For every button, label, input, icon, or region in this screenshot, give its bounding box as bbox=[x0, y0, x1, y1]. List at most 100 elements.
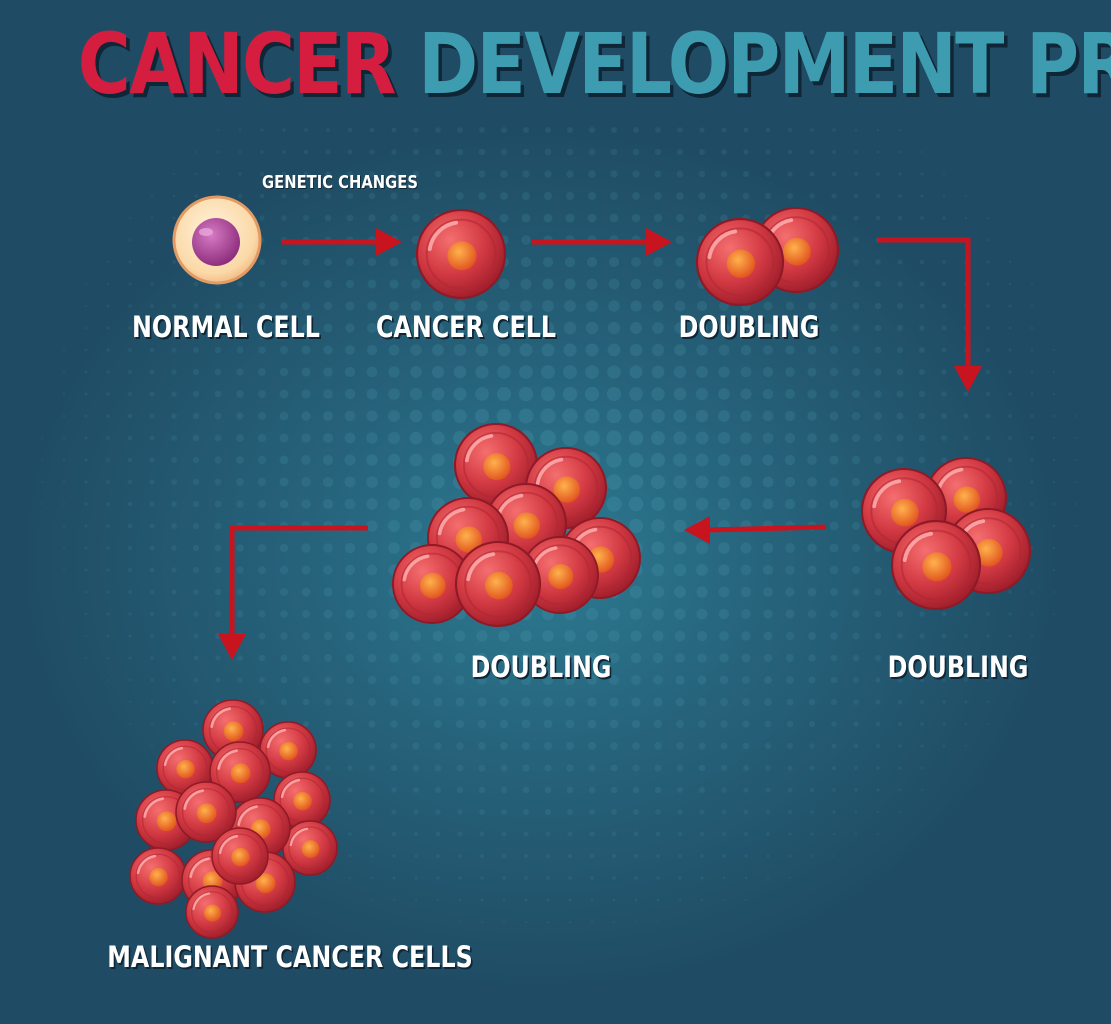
halftone-dot bbox=[128, 304, 132, 308]
halftone-dot bbox=[149, 523, 155, 529]
halftone-dot bbox=[853, 743, 859, 749]
halftone-dot bbox=[389, 631, 399, 641]
halftone-dot bbox=[369, 787, 375, 793]
halftone-dot bbox=[853, 193, 859, 199]
halftone-dot bbox=[366, 564, 378, 576]
halftone-dot bbox=[563, 321, 577, 335]
halftone-dot bbox=[346, 192, 354, 200]
halftone-dot bbox=[830, 324, 838, 332]
halftone-dot bbox=[565, 697, 575, 707]
halftone-dot bbox=[654, 786, 662, 794]
halftone-dot bbox=[347, 765, 353, 771]
halftone-dot bbox=[829, 521, 839, 531]
halftone-dot bbox=[431, 475, 445, 489]
halftone-dot bbox=[564, 256, 576, 268]
halftone-dot bbox=[898, 810, 902, 814]
halftone-dot bbox=[1008, 260, 1012, 264]
halftone-dot bbox=[1052, 414, 1056, 418]
halftone-dot bbox=[852, 324, 860, 332]
halftone-dot bbox=[851, 411, 861, 421]
halftone-dot bbox=[851, 521, 861, 531]
halftone-dot bbox=[149, 479, 155, 485]
halftone-dot bbox=[585, 321, 599, 335]
halftone-dot bbox=[741, 323, 751, 333]
halftone-dot bbox=[718, 586, 730, 598]
halftone-dot bbox=[830, 676, 838, 684]
halftone-dot bbox=[986, 700, 990, 704]
halftone-dot bbox=[763, 345, 773, 355]
halftone-dot bbox=[150, 678, 154, 682]
halftone-dot bbox=[391, 831, 397, 837]
halftone-dot bbox=[543, 191, 553, 201]
halftone-dot bbox=[388, 322, 400, 334]
halftone-dot bbox=[412, 764, 420, 772]
normal-cell-icon bbox=[172, 195, 262, 285]
halftone-dot bbox=[985, 347, 991, 353]
halftone-dot bbox=[411, 675, 421, 685]
halftone-dot bbox=[874, 302, 882, 310]
halftone-dot bbox=[302, 280, 310, 288]
halftone-dot bbox=[389, 301, 399, 311]
halftone-dot bbox=[628, 408, 644, 424]
halftone-dot bbox=[762, 476, 774, 488]
halftone-dot bbox=[897, 633, 903, 639]
halftone-dot bbox=[150, 656, 154, 660]
halftone-dot bbox=[171, 435, 177, 441]
halftone-dot bbox=[411, 653, 421, 663]
halftone-dot bbox=[809, 193, 815, 199]
halftone-dot bbox=[475, 365, 489, 379]
halftone-dot bbox=[214, 610, 222, 618]
halftone-dot bbox=[1074, 414, 1078, 418]
halftone-dot bbox=[474, 408, 490, 424]
halftone-dot bbox=[279, 367, 289, 377]
halftone-dot bbox=[788, 854, 792, 858]
halftone-dot bbox=[497, 343, 511, 357]
arrow-doubling-down bbox=[878, 237, 971, 368]
halftone-dot bbox=[742, 742, 750, 750]
halftone-dot bbox=[784, 432, 796, 444]
halftone-dot bbox=[699, 149, 705, 155]
halftone-dot bbox=[740, 476, 752, 488]
halftone-dot bbox=[700, 854, 704, 858]
halftone-dot bbox=[696, 322, 708, 334]
halftone-dot bbox=[476, 630, 488, 642]
halftone-dot bbox=[587, 741, 597, 751]
halftone-dot bbox=[477, 719, 487, 729]
halftone-dot bbox=[720, 764, 728, 772]
halftone-dot bbox=[897, 259, 903, 265]
halftone-dot bbox=[964, 678, 968, 682]
halftone-dot bbox=[84, 480, 88, 484]
halftone-dot bbox=[608, 652, 620, 664]
halftone-dot bbox=[366, 542, 378, 554]
halftone-dot bbox=[874, 412, 882, 420]
halftone-dot bbox=[740, 564, 752, 576]
halftone-dot bbox=[388, 410, 400, 422]
arrow-middle-to-malignant bbox=[229, 525, 368, 636]
halftone-dot bbox=[651, 409, 665, 423]
halftone-dot bbox=[784, 454, 796, 466]
halftone-dot bbox=[722, 854, 726, 858]
halftone-dot bbox=[453, 409, 467, 423]
halftone-dot bbox=[785, 323, 795, 333]
halftone-dot bbox=[985, 457, 991, 463]
halftone-dot bbox=[830, 280, 838, 288]
halftone-dot bbox=[303, 721, 309, 727]
halftone-dot bbox=[544, 126, 552, 134]
halftone-dot bbox=[742, 698, 750, 706]
halftone-dot bbox=[521, 191, 531, 201]
halftone-dot bbox=[390, 720, 398, 728]
halftone-dot bbox=[106, 414, 110, 418]
halftone-dot bbox=[456, 786, 464, 794]
halftone-dot bbox=[368, 192, 376, 200]
halftone-dot bbox=[718, 410, 730, 422]
halftone-dot bbox=[301, 323, 311, 333]
halftone-dot bbox=[106, 348, 110, 352]
halftone-dot bbox=[563, 343, 577, 357]
halftone-dot bbox=[392, 854, 396, 858]
halftone-dot bbox=[611, 127, 617, 133]
halftone-dot bbox=[1030, 502, 1034, 506]
halftone-dot bbox=[216, 128, 220, 132]
halftone-dot bbox=[215, 655, 221, 661]
halftone-dot bbox=[897, 281, 903, 287]
halftone-dot bbox=[369, 171, 375, 177]
